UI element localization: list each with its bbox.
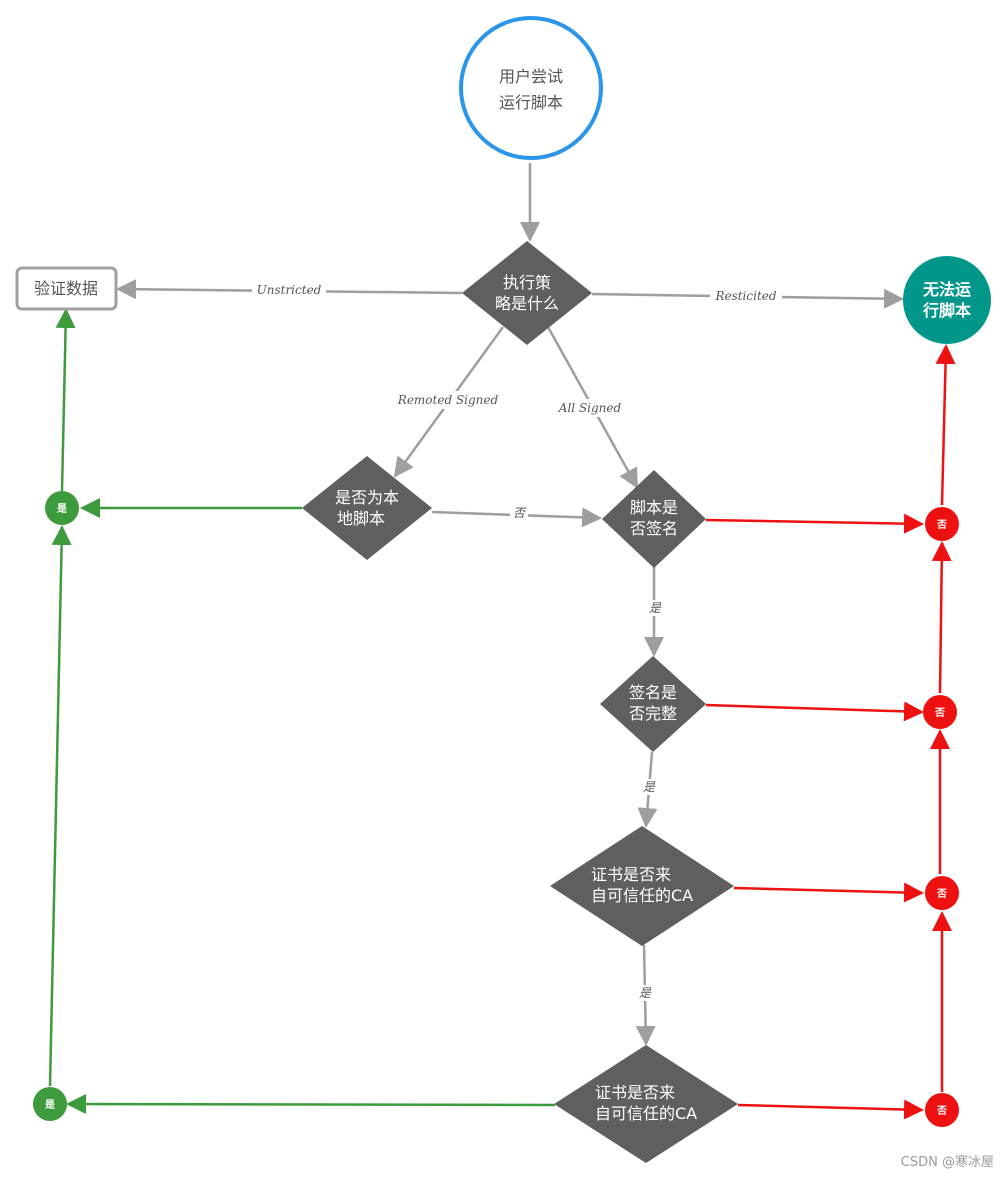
start-node-line1: 用户尝试: [499, 67, 563, 86]
decision-cert-trusted-2: 证书是否来 自可信任的CA: [554, 1045, 738, 1163]
no-junction-4: 否: [925, 1093, 959, 1127]
no-junction-2-label: 否: [934, 707, 945, 719]
yes-junction-2: 是: [33, 1087, 67, 1121]
edge-cert2-to-yes-junction-2: [66, 1094, 556, 1115]
no-junction-3-label: 否: [936, 888, 947, 900]
edge-yes-junction-2-to-yes-junction-1: [48, 525, 72, 1087]
start-node: 用户尝试 运行脚本: [459, 16, 603, 160]
edge-label-all-signed: All Signed: [558, 401, 622, 415]
edge-cert2-to-no-junction-4: [737, 1099, 924, 1120]
decision-is-signed-line1: 脚本是: [630, 498, 678, 517]
yes-junction-1: 是: [45, 491, 79, 525]
no-junction-1: 否: [925, 507, 959, 541]
decision-cert-trusted-1: 证书是否来 自可信任的CA: [550, 826, 734, 946]
decision-policy: 执行策 略是什么: [462, 241, 592, 345]
no-junction-4-label: 否: [936, 1105, 947, 1117]
edge-label-remoted-signed: Remoted Signed: [397, 393, 499, 407]
watermark: CSDN @寒冰屋: [900, 1155, 994, 1170]
decision-sig-intact: 签名是 否完整: [600, 656, 706, 752]
decision-cert-trusted-2-line1: 证书是否来: [595, 1083, 675, 1102]
edge-cert1-to-no-junction-3: [733, 882, 924, 903]
yes-junction-2-label: 是: [44, 1099, 55, 1111]
no-junction-1-label: 否: [936, 519, 947, 531]
decision-is-local-line2: 地脚本: [337, 509, 385, 528]
decision-policy-line2: 略是什么: [495, 294, 559, 313]
cannot-run-node: 无法运 行脚本: [903, 256, 991, 344]
decision-is-signed-line2: 否签名: [630, 519, 678, 538]
edge-label-yes-signed: 是: [649, 601, 662, 615]
decision-is-signed: 脚本是 否签名: [602, 470, 706, 568]
edge-no-junction-1-to-cannot-run: [935, 344, 956, 506]
yes-junction-1-label: 是: [56, 503, 67, 515]
decision-is-local-line1: 是否为本: [335, 488, 399, 507]
verify-data-label: 验证数据: [34, 279, 98, 298]
decision-is-local: 是否为本 地脚本: [302, 456, 432, 560]
edge-no-junction-2-to-no-junction-1: [931, 541, 952, 694]
no-junction-2: 否: [923, 695, 957, 729]
decision-sig-intact-line2: 否完整: [629, 704, 677, 723]
edge-label-yes-cert: 是: [639, 986, 652, 1000]
decision-policy-line1: 执行策: [503, 273, 551, 292]
cannot-run-line1: 无法运: [922, 280, 971, 299]
decision-sig-intact-line1: 签名是: [629, 683, 677, 702]
decision-cert-trusted-1-line2: 自可信任的CA: [591, 886, 693, 905]
edge-label-yes-intact: 是: [643, 780, 656, 794]
edge-sig-intact-to-no-junction-2: [705, 701, 924, 722]
cannot-run-line2: 行脚本: [922, 301, 971, 320]
edge-yes-junction-1-to-verify: [55, 308, 76, 492]
no-junction-3: 否: [925, 876, 959, 910]
edge-label-no-local: 否: [513, 506, 527, 520]
edge-label-unstricted: Unstricted: [257, 283, 322, 297]
start-node-line2: 运行脚本: [499, 93, 563, 112]
verify-data-node: 验证数据: [15, 266, 118, 311]
decision-cert-trusted-1-line1: 证书是否来: [591, 865, 671, 884]
edge-is-signed-to-no-junction-1: [705, 513, 924, 534]
edge-label-resticited: Resticited: [714, 289, 776, 303]
decision-cert-trusted-2-line2: 自可信任的CA: [595, 1104, 697, 1123]
